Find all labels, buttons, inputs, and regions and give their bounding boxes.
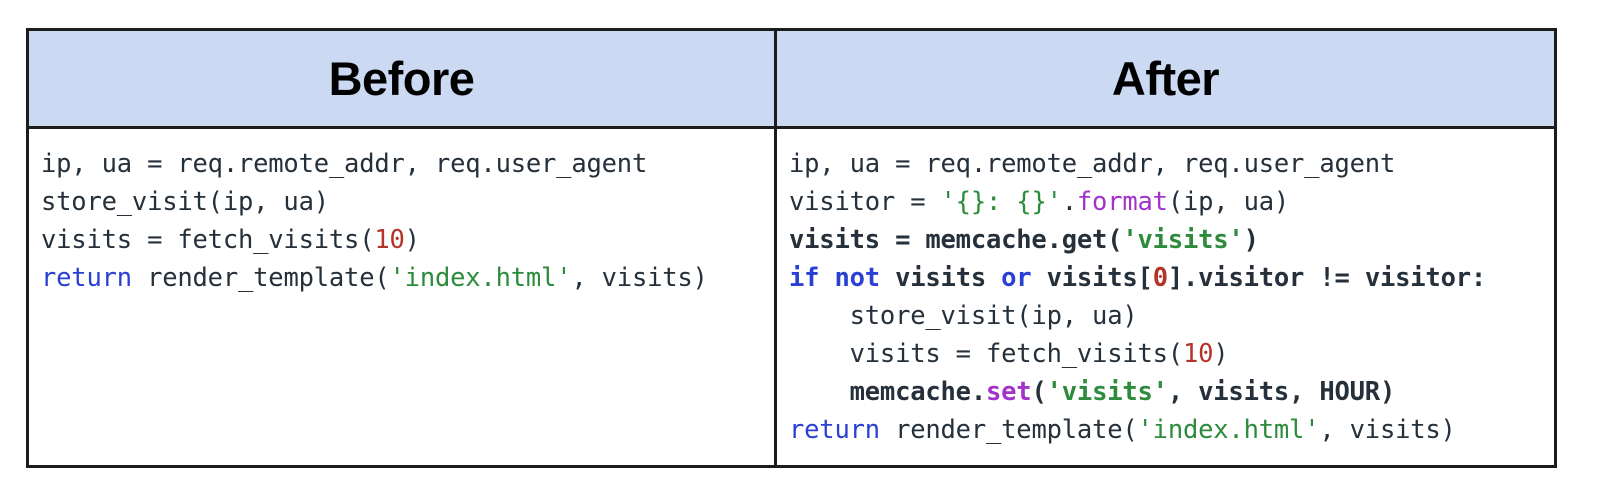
code-token: 0 bbox=[1152, 263, 1168, 293]
code-line: store_visit(ip, ua) bbox=[789, 301, 1138, 331]
code-token: not bbox=[834, 263, 880, 293]
code-token: 'visits' bbox=[1122, 225, 1244, 255]
code-token: ( bbox=[1031, 377, 1047, 407]
code-token: , visits) bbox=[571, 263, 708, 293]
code-token: memcache. bbox=[789, 377, 987, 407]
code-token: ) bbox=[1213, 339, 1229, 369]
table-body-row: ip, ua = req.remote_addr, req.user_agent… bbox=[29, 129, 1554, 468]
column-header-after: After bbox=[774, 31, 1554, 126]
column-header-before: Before bbox=[29, 31, 774, 126]
code-token: set bbox=[985, 377, 1032, 407]
code-token: visits = memcache.get( bbox=[789, 225, 1123, 255]
after-code-block: ip, ua = req.remote_addr, req.user_agent… bbox=[789, 145, 1554, 449]
code-line: if not visits or visits[0].visitor != vi… bbox=[789, 263, 1486, 293]
code-token bbox=[819, 263, 834, 293]
code-line: visitor = '{}: {}'.format(ip, ua) bbox=[789, 187, 1289, 217]
code-token: 'index.html' bbox=[389, 263, 572, 293]
code-token: format bbox=[1076, 187, 1168, 217]
code-token: '{}: {}' bbox=[940, 187, 1062, 217]
code-token: 10 bbox=[374, 225, 405, 255]
column-header-after-label: After bbox=[1111, 52, 1220, 105]
code-token: ].visitor != visitor: bbox=[1167, 263, 1487, 293]
code-token: ) bbox=[404, 225, 420, 255]
code-line: ip, ua = req.remote_addr, req.user_agent bbox=[789, 149, 1395, 179]
code-token: visits = fetch_visits( bbox=[789, 339, 1184, 369]
code-token: visitor = bbox=[789, 187, 941, 217]
code-line: visits = fetch_visits(10) bbox=[41, 225, 420, 255]
column-header-before-label: Before bbox=[328, 52, 475, 105]
before-code-cell: ip, ua = req.remote_addr, req.user_agent… bbox=[29, 129, 774, 468]
code-token: visits bbox=[879, 263, 1002, 293]
code-line: store_visit(ip, ua) bbox=[41, 187, 329, 217]
code-token: render_template( bbox=[131, 263, 390, 293]
code-token: store_visit(ip, ua) bbox=[789, 301, 1138, 331]
code-token: 'index.html' bbox=[1137, 415, 1320, 445]
code-token: ip, ua = req.remote_addr, req.user_agent bbox=[41, 149, 648, 179]
code-token: . bbox=[1061, 187, 1077, 217]
after-code-cell: ip, ua = req.remote_addr, req.user_agent… bbox=[774, 129, 1554, 468]
code-token: ) bbox=[1243, 225, 1259, 255]
code-token: 10 bbox=[1182, 339, 1214, 369]
code-token: 'visits' bbox=[1046, 377, 1168, 407]
before-after-comparison-table: Before After ip, ua = req.remote_addr, r… bbox=[26, 28, 1557, 468]
code-line: ip, ua = req.remote_addr, req.user_agent bbox=[41, 149, 647, 179]
code-token: visits[ bbox=[1031, 263, 1153, 293]
code-line: visits = memcache.get('visits') bbox=[789, 225, 1259, 255]
code-token: ip, ua = req.remote_addr, req.user_agent bbox=[789, 149, 1396, 179]
code-token: , visits, HOUR) bbox=[1167, 377, 1396, 407]
code-token: render_template( bbox=[879, 415, 1138, 445]
code-token: store_visit(ip, ua) bbox=[41, 187, 329, 217]
code-line: memcache.set('visits', visits, HOUR) bbox=[789, 377, 1396, 407]
code-token: (ip, ua) bbox=[1167, 187, 1290, 217]
code-token: if bbox=[789, 263, 820, 293]
code-token: return bbox=[789, 415, 880, 445]
code-token: , visits) bbox=[1319, 415, 1456, 445]
table-header-row: Before After bbox=[29, 31, 1554, 129]
code-line: return render_template('index.html', vis… bbox=[41, 263, 708, 293]
code-token: visits = fetch_visits( bbox=[41, 225, 375, 255]
code-token: or bbox=[1001, 263, 1032, 293]
code-line: return render_template('index.html', vis… bbox=[789, 415, 1456, 445]
code-token: return bbox=[41, 263, 132, 293]
before-code-block: ip, ua = req.remote_addr, req.user_agent… bbox=[41, 145, 774, 297]
code-line: visits = fetch_visits(10) bbox=[789, 339, 1229, 369]
